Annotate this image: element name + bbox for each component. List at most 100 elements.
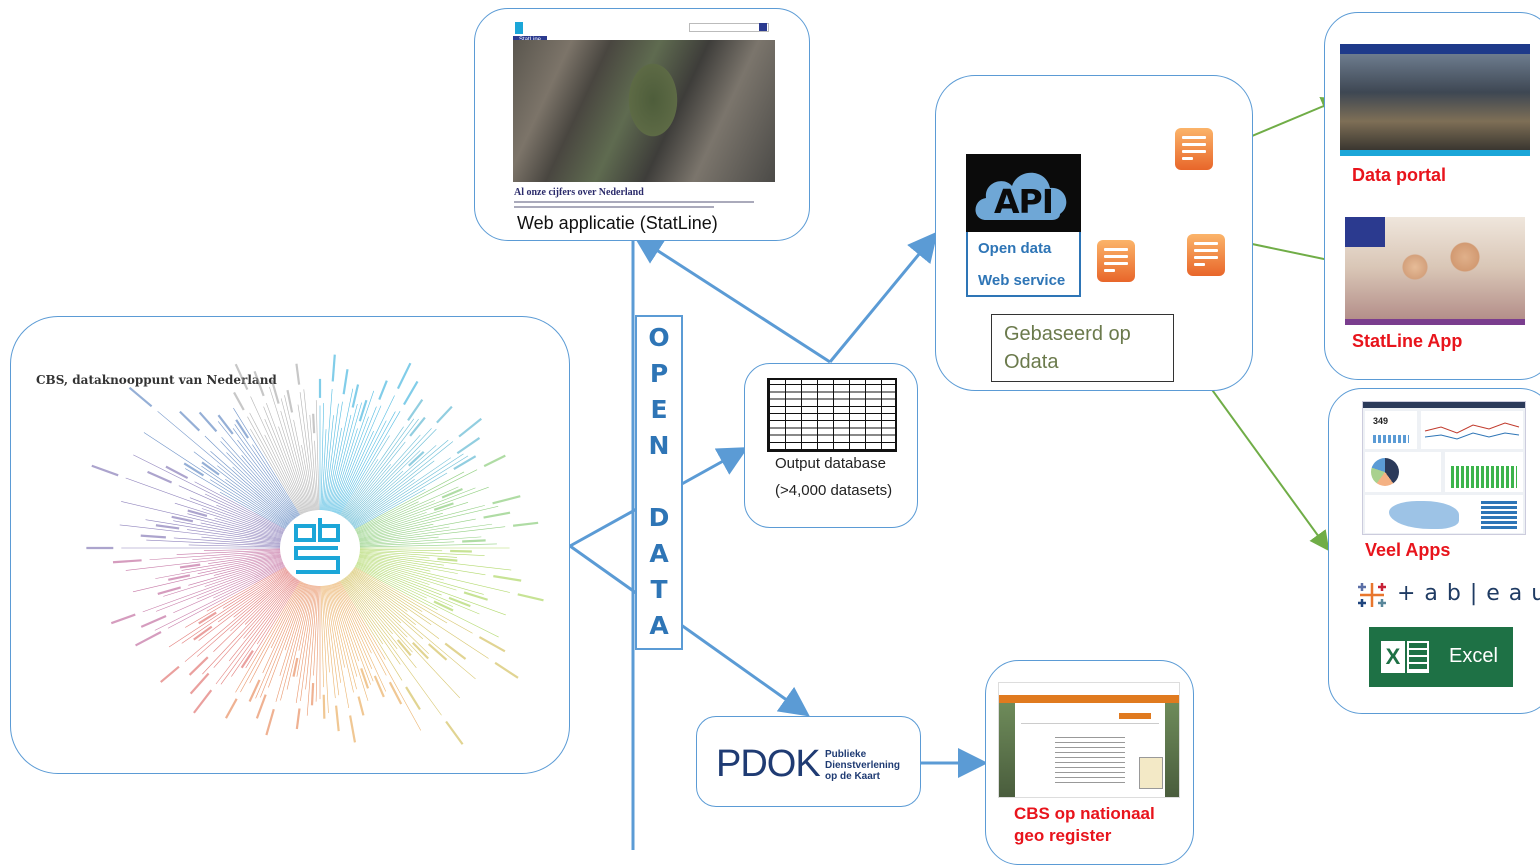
network-spoke [174,502,283,537]
network-spoke [244,575,293,625]
network-spoke [250,396,305,514]
network-spoke [356,486,459,533]
network-spoke [270,582,304,649]
network-spoke [185,468,287,529]
network-spoke [173,537,281,546]
cbs-small-logo-icon [515,22,523,34]
network-spoke [348,470,404,522]
network-spoke [347,575,408,638]
ngr-map-thumbnail [1139,757,1163,789]
network-spoke [321,585,329,714]
dashboard-pie-chart [1365,452,1441,492]
network-spoke [298,585,313,651]
network-spoke [356,562,442,596]
network-label-mark [140,534,166,539]
network-label-mark [441,488,463,499]
document-icon [1097,240,1135,282]
dashboard-map [1365,495,1523,533]
network-spoke [243,577,296,639]
network-label-mark [408,451,425,467]
network-spoke [335,430,374,514]
open-data-letter: A [649,539,669,568]
pdok-panel [696,716,921,807]
network-spoke [245,580,300,669]
network-spoke [235,581,301,693]
network-spoke [353,568,423,612]
network-label-mark [378,380,388,400]
network-label-mark [483,454,506,468]
network-label-mark [198,411,218,433]
network-label-mark [187,509,208,518]
network-spoke [358,558,484,595]
network-spoke [349,439,449,524]
network-spoke [358,505,485,539]
network-label-mark [188,656,209,676]
network-spoke [250,428,301,515]
network-spoke [173,563,284,614]
network-spoke [328,414,352,511]
network-spoke [357,486,489,535]
network-spoke [280,584,311,701]
network-spoke [185,567,287,628]
network-spoke [176,549,281,555]
network-spoke [146,539,281,547]
network-label-mark [193,625,213,641]
odata-note-line1: Gebaseerd op [1004,323,1131,345]
odata-note-line2: Odata [1004,351,1059,373]
network-label-mark [270,379,280,404]
network-label-mark [331,354,336,382]
dashboard-screenshot: 349 [1362,401,1526,535]
search-icon[interactable] [759,23,767,31]
network-spoke [221,436,295,520]
network-label-mark [234,363,249,391]
network-spoke [326,585,350,709]
network-spoke [333,406,377,513]
network-spoke [336,395,395,514]
network-spoke [358,512,443,538]
network-spoke [332,584,359,662]
network-label-mark [349,715,357,743]
network-spoke [237,439,297,518]
network-spoke [234,424,299,517]
search-box[interactable] [689,23,769,32]
network-spoke [214,517,282,538]
network-spoke [359,523,493,543]
network-spoke [201,536,281,545]
network-spoke [340,580,384,645]
network-spoke [359,551,430,559]
network-label-mark [155,524,180,530]
network-label-mark [493,575,522,582]
ngr-nav-bar [999,695,1179,703]
network-spoke [329,584,357,690]
database-grid-icon [767,378,897,452]
network-spoke [333,583,374,682]
dashboard-bar-chart [1445,452,1523,492]
network-spoke [356,563,453,607]
network-spoke [359,526,506,544]
statline-app-screenshot [1345,203,1525,325]
network-spoke [284,395,312,511]
network-spoke [173,520,281,541]
network-spoke [145,519,281,542]
network-spoke [168,569,288,648]
network-spoke [306,585,318,716]
network-spoke [213,564,285,599]
network-spoke [208,553,281,564]
network-label-mark [448,596,471,608]
network-spoke [264,434,304,514]
network-spoke [280,410,310,512]
network-spoke [125,552,281,571]
search-button[interactable] [1119,713,1151,719]
network-spoke [359,518,476,541]
data-portal-screenshot [1340,30,1530,156]
network-spoke [351,479,415,526]
network-spoke [342,579,442,716]
network-label-mark [91,464,119,477]
network-label-mark [322,694,326,719]
network-spoke [324,403,339,511]
network-spoke [335,582,387,692]
network-spoke [359,550,458,558]
network-spoke [143,432,288,527]
network-label-mark [189,672,210,695]
network-label-mark [462,539,486,543]
